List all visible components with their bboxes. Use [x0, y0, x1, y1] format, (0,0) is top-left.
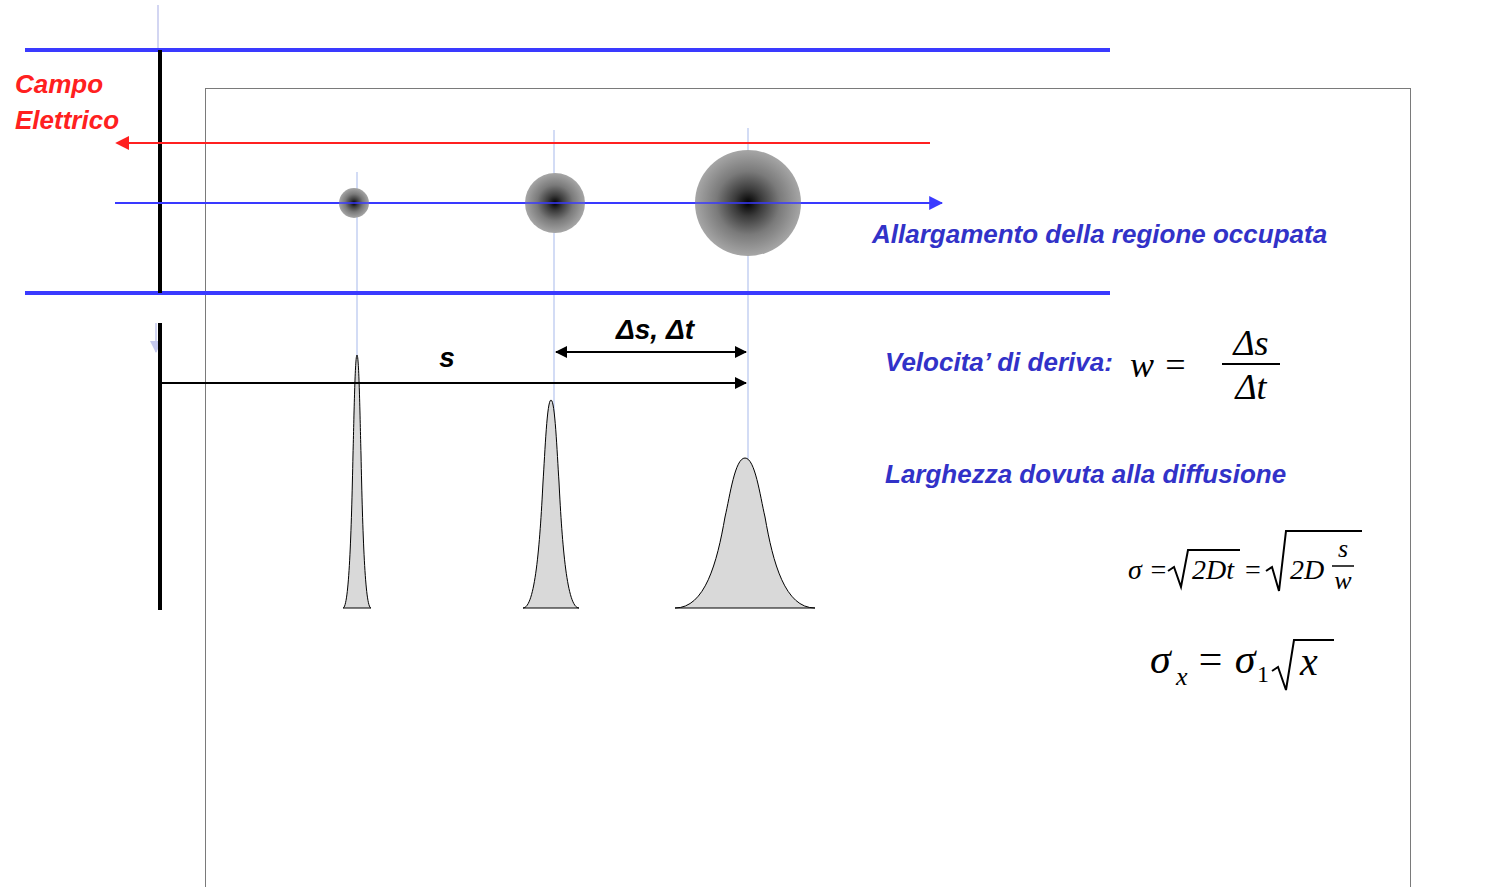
electrode — [158, 50, 162, 293]
formula-numerator: Δs — [1233, 325, 1268, 361]
interval-label: Δs, Δt — [616, 316, 694, 344]
dimension-arrow — [556, 351, 746, 353]
field-label: Campo Elettrico — [15, 66, 165, 138]
radical-sign — [1272, 640, 1334, 690]
formula-numerator: s — [1338, 536, 1348, 562]
drift-boundary — [25, 48, 1110, 52]
fraction-bar — [1222, 363, 1280, 365]
electrode — [158, 323, 162, 610]
guide-line — [157, 5, 159, 50]
gaussian-profile — [675, 458, 815, 608]
guide-arrow — [155, 323, 157, 352]
drift-boundary — [25, 291, 1110, 295]
formula-subscript: x — [1176, 664, 1188, 690]
drift-arrow — [115, 202, 942, 204]
formula-denominator: w — [1334, 568, 1351, 594]
formula-part: = σ — [1196, 638, 1256, 680]
gaussian-profile — [343, 355, 371, 608]
formula-part: = — [1245, 556, 1261, 584]
gaussian-profile — [523, 400, 579, 608]
note-label: Allargamento della regione occupata — [872, 221, 1327, 247]
formula-part: x — [1300, 642, 1318, 682]
formula-part: 2Dt — [1192, 556, 1234, 584]
fraction-bar — [1332, 565, 1354, 567]
radical-sign — [1168, 550, 1240, 587]
formula-subscript: 1 — [1257, 662, 1269, 686]
distance-label: s — [439, 344, 455, 372]
formula-part: σ = — [1128, 556, 1168, 584]
slide-frame — [206, 89, 1411, 887]
field-arrow — [128, 142, 930, 144]
formula-caption: Velocita’ di deriva: — [885, 349, 1113, 375]
formula-part: 2D — [1290, 556, 1324, 584]
formula-caption: Larghezza dovuta alla diffusione — [885, 461, 1286, 487]
formula-part: w = — [1130, 347, 1187, 383]
formula-part: σ — [1150, 638, 1171, 680]
formula-denominator: Δt — [1235, 369, 1266, 405]
drift-axis — [115, 202, 935, 204]
dimension-arrow — [160, 382, 746, 384]
